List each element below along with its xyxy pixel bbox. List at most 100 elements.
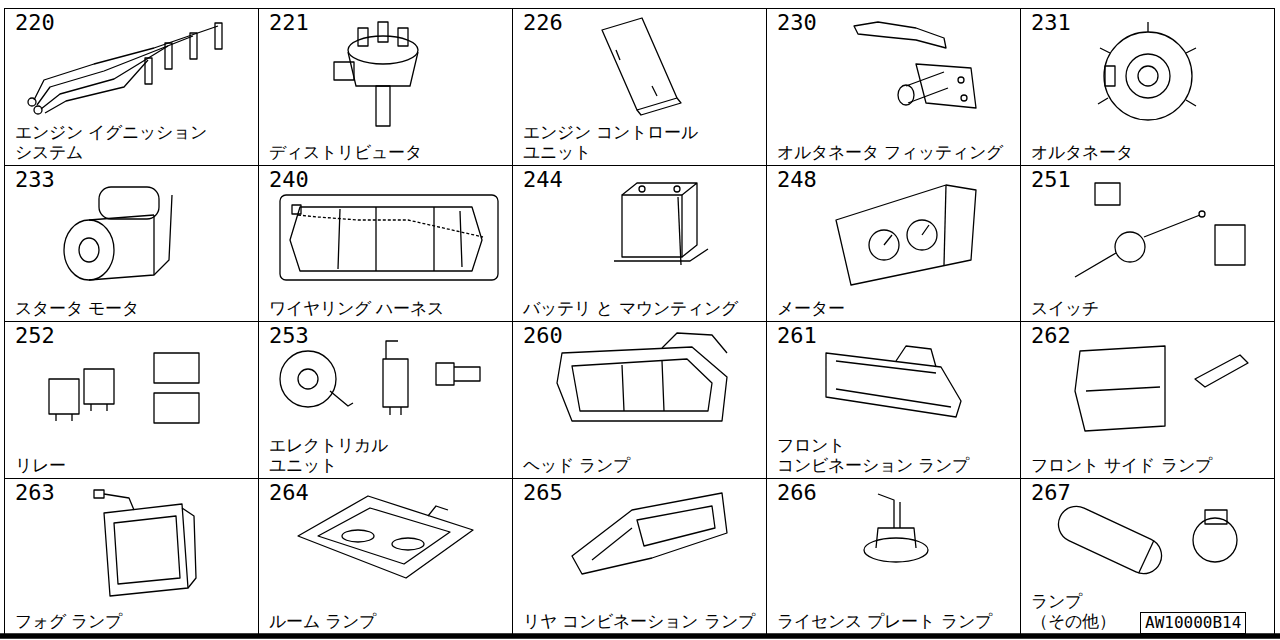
rear-lamp-art: [572, 493, 727, 574]
line-art: [358, 28, 368, 46]
line-art: [1105, 66, 1115, 86]
part-cell: 263フォグ ランプ: [4, 478, 259, 635]
callout-number: 244: [523, 168, 563, 192]
line-art: [639, 186, 645, 192]
part-name: エンジン コントロール ユニット: [523, 122, 755, 162]
callout-number: 253: [269, 324, 309, 348]
callout-number: 263: [15, 481, 55, 505]
line-art: [454, 367, 480, 381]
line-art: [1104, 32, 1192, 120]
harness-art: [280, 195, 498, 280]
line-art: [1195, 355, 1248, 387]
part-cell: 233スタータ モータ: [4, 165, 259, 322]
line-art: [1215, 225, 1245, 265]
line-art: [876, 528, 916, 548]
line-art: [84, 369, 114, 404]
line-art: [28, 98, 36, 106]
combination-lamp-art: [826, 346, 961, 417]
line-art: [864, 538, 928, 562]
callout-number: 261: [777, 324, 817, 348]
side-lamp-art: [1075, 346, 1248, 431]
line-art: [906, 72, 948, 103]
part-name: ワイヤリング ハーネス: [269, 298, 501, 318]
line-art: [436, 363, 454, 385]
line-art: [56, 404, 107, 421]
part-name: リレー: [15, 455, 247, 475]
line-art: [154, 393, 199, 423]
part-cell: 230オルタネータ フィッティング: [766, 8, 1021, 166]
line-art: [652, 86, 657, 96]
switch-art: [1075, 183, 1245, 277]
callout-number: 260: [523, 324, 563, 348]
line-art: [392, 538, 424, 550]
line-art: [616, 50, 620, 60]
part-cell: 262 フロント サイド ランプ: [1020, 321, 1275, 479]
part-name: ライセンス プレート ランプ: [777, 611, 1009, 631]
line-art: [572, 359, 712, 411]
callout-number: 251: [1031, 168, 1071, 192]
line-art: [1075, 215, 1200, 277]
part-cell: 265リヤ コンビネーション ランプ: [512, 478, 767, 635]
line-art: [104, 504, 188, 596]
line-art: [182, 508, 196, 588]
line-art: [637, 98, 681, 115]
line-art: [958, 77, 964, 83]
part-name: メーター: [777, 298, 1009, 318]
line-art: [1126, 54, 1170, 98]
callout-number: 240: [269, 168, 309, 192]
bracket-art: [854, 22, 976, 108]
line-art: [342, 530, 374, 542]
part-name: オルタネータ: [1031, 142, 1263, 162]
callout-number: 262: [1031, 324, 1071, 348]
line-art: [614, 249, 708, 261]
meter-art: [836, 185, 976, 285]
line-art: [878, 494, 900, 528]
part-name: エレクトリカル ユニット: [269, 435, 419, 475]
part-name: ディストリビュータ: [269, 142, 501, 162]
line-art: [1053, 500, 1168, 579]
drawing-code: AW10000B14: [1140, 612, 1246, 634]
unit-art: [280, 341, 480, 415]
callout-number: 252: [15, 324, 55, 348]
line-art: [376, 86, 390, 126]
line-art: [334, 62, 354, 80]
part-cell: 253 エレクトリカル ユニット: [258, 321, 513, 479]
line-art: [145, 58, 152, 84]
line-art: [916, 64, 976, 108]
callout-number: 226: [523, 11, 563, 35]
part-cell: 220エンジン イグニッション システム: [4, 8, 259, 166]
line-art: [1139, 541, 1154, 574]
callout-number: 221: [269, 11, 309, 35]
part-cell: 266 ライセンス プレート ランプ: [766, 478, 1021, 635]
line-art: [153, 215, 154, 275]
part-name: フロント コンビネーション ランプ: [777, 435, 982, 475]
line-art: [99, 187, 159, 219]
callout-number: 230: [777, 11, 817, 35]
part-cell: 244バッテリ と マウンティング: [512, 165, 767, 322]
part-name: リヤ コンビネーション ランプ: [523, 611, 755, 631]
part-cell: 226 エンジン コントロール ユニット: [512, 8, 767, 166]
line-art: [64, 220, 114, 280]
line-art: [836, 185, 976, 285]
line-art: [318, 508, 450, 564]
line-art: [298, 496, 473, 578]
callout-number: 266: [777, 481, 817, 505]
line-art: [898, 85, 914, 105]
callout-number: 248: [777, 168, 817, 192]
callout-number: 233: [15, 168, 55, 192]
callout-number: 220: [15, 11, 55, 35]
line-art: [674, 186, 680, 192]
line-art: [1075, 346, 1165, 431]
line-art: [49, 379, 79, 414]
line-art: [190, 33, 197, 59]
part-name: フロント サイド ランプ: [1031, 455, 1263, 475]
line-art: [428, 506, 448, 516]
line-art: [1199, 211, 1205, 217]
line-art: [398, 28, 408, 46]
line-art: [94, 490, 104, 498]
line-art: [662, 333, 727, 353]
line-art: [826, 353, 961, 417]
